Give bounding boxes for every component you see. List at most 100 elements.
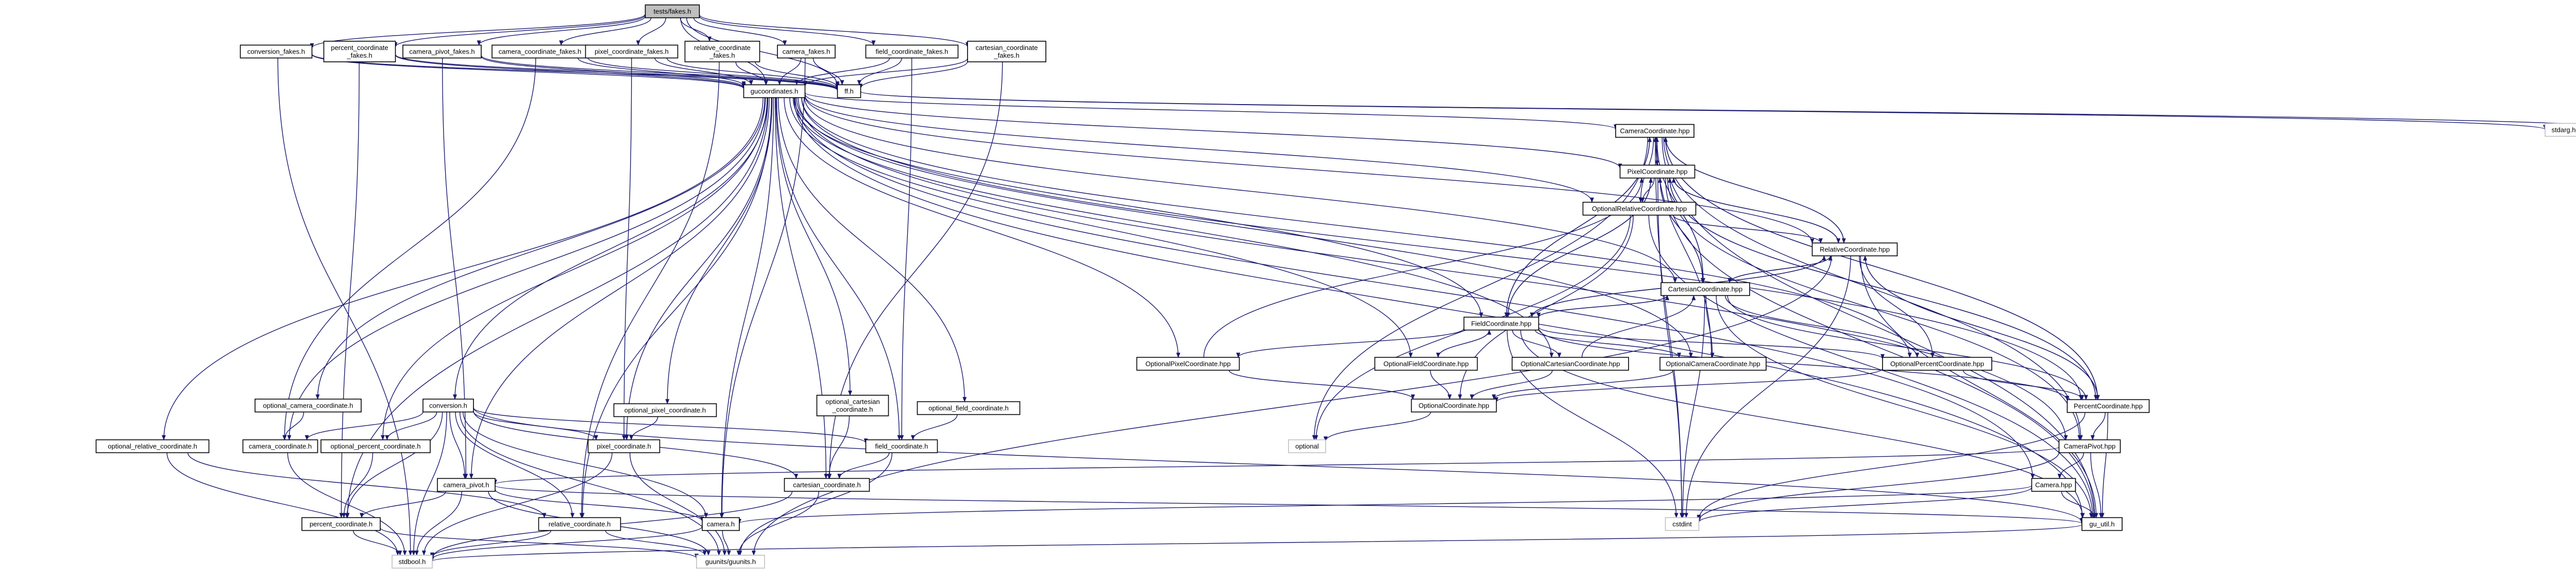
node-box (702, 517, 740, 531)
node-label: gu_util.h (2089, 520, 2114, 528)
edge-gu_util-to-stdbool (430, 524, 2082, 562)
node-OptRelHpp[interactable]: OptionalRelativeCoordinate.hpp (1582, 201, 1697, 216)
edge-relative_fakes-to-rel_coord (579, 61, 720, 518)
edge-PixCoordHpp-to-PivotHpp (1667, 178, 2082, 441)
edge-gcoord-to-opt_pct (381, 97, 768, 441)
node-camera_fakes[interactable]: camera_fakes.h (777, 44, 836, 59)
node-gcoord[interactable]: gucoordinates.h (743, 84, 806, 98)
edge-fakes-to-percent_fakes (393, 14, 646, 48)
edge-pct_coord-to-stdbool (352, 530, 402, 556)
node-opt_cart[interactable]: optional_cartesian_coordinate.h (816, 395, 889, 416)
node-box (242, 439, 318, 453)
node-conv_fakes[interactable]: conversion_fakes.h (240, 44, 313, 59)
node-opt_pix[interactable]: optional_pixel_coordinate.h (613, 403, 717, 417)
node-ff[interactable]: ff.h (837, 84, 861, 98)
node-conversion[interactable]: conversion.h (422, 398, 474, 413)
edge-fakes-to-camcoord_fakes (559, 18, 652, 46)
edge-cam_pivot-to-pct_coord (360, 491, 446, 518)
node-OptCamHpp[interactable]: OptionalCameraCoordinate.hpp (1659, 357, 1767, 371)
edge-gcoord-to-cart_coord (775, 97, 828, 479)
edge-CameraHpp-to-camera (737, 485, 2032, 524)
node-OptFieldHpp[interactable]: OptionalFieldCoordinate.hpp (1374, 357, 1478, 371)
node-relative_fakes[interactable]: relative_coordinate_fakes.h (684, 41, 760, 62)
edge-gcoord-to-OptCartHpp (792, 97, 1554, 358)
edge-gcoord-to-opt_cart (775, 97, 852, 396)
node-stdbool[interactable]: stdbool.h (392, 554, 433, 569)
node-cam_pivot[interactable]: camera_pivot.h (437, 478, 496, 492)
edge-PctHpp-to-PixCoordHpp (1668, 177, 2096, 400)
edge-PctHpp-to-CamCoordHpp (1663, 137, 2098, 400)
node-opt_cam[interactable]: optional_camera_coordinate.h (255, 398, 362, 413)
node-pixel_fakes[interactable]: pixel_coordinate_fakes.h (585, 44, 679, 59)
node-cam_coord[interactable]: camera_coordinate.h (242, 439, 318, 453)
node-camera[interactable]: camera.h (702, 517, 740, 531)
edge-conversion-to-pct_coord (345, 412, 443, 518)
node-gu_util[interactable]: gu_util.h (2081, 517, 2123, 531)
node-label: optional_percent_coordinate.h (331, 443, 421, 450)
node-OptCoordHpp[interactable]: OptionalCoordinate.hpp (1411, 398, 1497, 413)
node-box (917, 401, 1021, 415)
node-box (492, 44, 588, 59)
node-OptCartHpp[interactable]: OptionalCartesianCoordinate.hpp (1512, 357, 1629, 371)
edge-gcoord-to-cam_pivot (469, 97, 770, 479)
node-box (2031, 478, 2076, 492)
node-OptPctHpp[interactable]: OptionalPercentCoordinate.hpp (1882, 357, 1992, 371)
node-cstdint[interactable]: cstdint (1665, 517, 1700, 531)
edge-cart_coord-to-guunits (736, 491, 819, 556)
node-label: camera.h (707, 520, 735, 528)
edge-camera_fakes-to-gcoord (777, 58, 802, 86)
node-opt_pct[interactable]: optional_percent_coordinate.h (320, 439, 431, 453)
node-box (837, 84, 861, 98)
edge-cam_pivot-to-camera (495, 489, 704, 522)
node-box (2081, 517, 2123, 531)
node-pct_coord[interactable]: percent_coordinate.h (301, 517, 381, 531)
node-label: field_coordinate_fakes.h (876, 48, 948, 56)
node-CameraHpp[interactable]: Camera.hpp (2031, 478, 2076, 492)
edge-field_coord-to-cart_coord (837, 452, 890, 479)
node-PctHpp[interactable]: PercentCoordinate.hpp (2066, 399, 2150, 413)
node-opt_field[interactable]: optional_field_coordinate.h (917, 401, 1021, 415)
node-label: optional_pixel_coordinate.h (624, 407, 706, 414)
edge-fakes-to-relative_fakes (680, 18, 712, 42)
node-label: guunits/guunits.h (705, 558, 756, 566)
node-optional[interactable]: optional (1288, 439, 1326, 453)
node-box (696, 554, 765, 569)
node-label: camera_fakes.h (783, 48, 831, 56)
edge-rel_coord-to-stdbool (430, 530, 551, 558)
edge-gcoord-to-cam_coord (287, 97, 766, 441)
node-PixCoordHpp[interactable]: PixelCoordinate.hpp (1619, 164, 1696, 179)
node-label: conversion.h (429, 402, 467, 410)
node-box (255, 398, 362, 413)
node-camcoord_fakes[interactable]: camera_coordinate_fakes.h (492, 44, 588, 59)
node-stdarg[interactable]: stdarg.h (2545, 123, 2576, 137)
node-PivotHpp[interactable]: CameraPivot.hpp (2058, 439, 2121, 453)
node-CartHpp[interactable]: CartesianCoordinate.hpp (1660, 282, 1750, 296)
node-CamCoordHpp[interactable]: CameraCoordinate.hpp (1615, 124, 1694, 138)
node-label: gucoordinates.h (751, 88, 799, 95)
node-FieldHpp[interactable]: FieldCoordinate.hpp (1463, 316, 1539, 331)
node-box (2545, 123, 2576, 137)
node-label: pixel_coordinate.h (597, 443, 651, 450)
edge-opt_field-to-field_coord (911, 414, 958, 441)
node-pivot_fakes[interactable]: camera_pivot_fakes.h (402, 44, 482, 59)
edge-gcoord-to-gu_util (793, 97, 2084, 518)
node-field_fakes[interactable]: field_coordinate_fakes.h (865, 44, 959, 59)
node-guunits[interactable]: guunits/guunits.h (696, 554, 765, 569)
edge-conversion-to-gu_util (473, 407, 2084, 524)
edge-RelHpp-to-OptPctHpp (1859, 256, 1935, 358)
node-field_coord[interactable]: field_coordinate.h (865, 439, 938, 453)
node-box (865, 44, 959, 59)
edge-camcoord_fakes-to-cam_coord (282, 58, 536, 441)
node-pix_coord[interactable]: pixel_coordinate.h (587, 439, 660, 453)
node-fakes[interactable]: tests/fakes.h (645, 4, 700, 19)
node-label: optional_camera_coordinate.h (263, 402, 353, 410)
node-rel_coord[interactable]: relative_coordinate.h (538, 517, 621, 531)
node-opt_rel[interactable]: optional_relative_coordinate.h (95, 439, 210, 453)
node-cart_coord[interactable]: cartesian_coordinate.h (784, 478, 870, 492)
node-label: optional (1295, 443, 1319, 450)
node-box (1463, 316, 1539, 331)
node-cart_fakes[interactable]: cartesian_coordinate_fakes.h (967, 41, 1046, 62)
node-OptPixHpp[interactable]: OptionalPixelCoordinate.hpp (1136, 357, 1240, 371)
node-RelHpp[interactable]: RelativeCoordinate.hpp (1811, 242, 1898, 257)
node-percent_fakes[interactable]: percent_coordinate_fakes.h (323, 41, 396, 62)
